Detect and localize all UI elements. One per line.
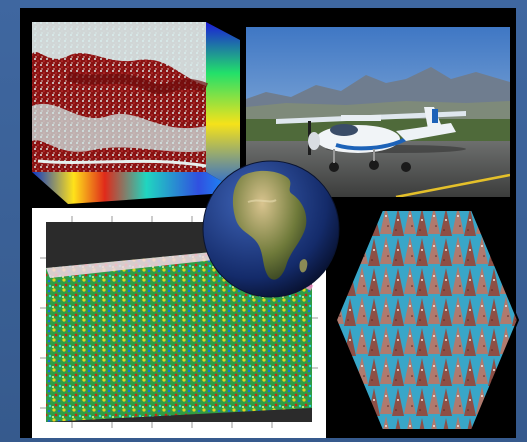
forest-canopy-3d bbox=[334, 209, 520, 431]
earth-globe bbox=[202, 160, 340, 298]
hyperspectral-cube-image bbox=[32, 22, 240, 204]
